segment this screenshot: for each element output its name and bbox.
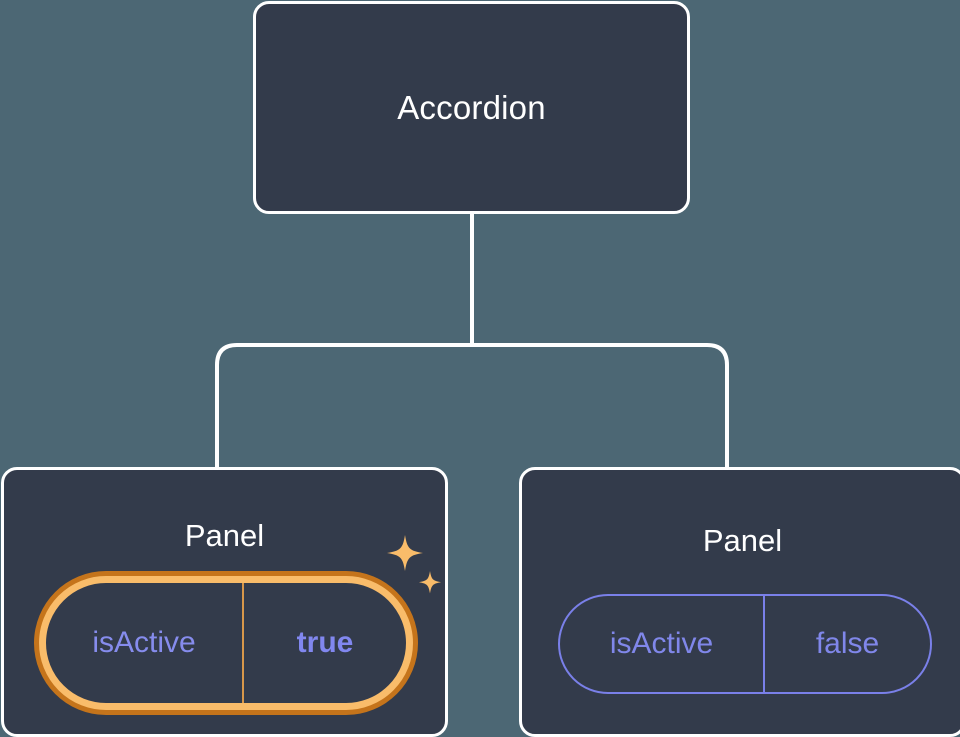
node-panel-active[interactable]: Panel isActive true [1,467,448,737]
node-accordion-title: Accordion [397,89,546,126]
node-panel-active-title: Panel [184,518,265,553]
prop-key: isActive [92,626,196,659]
prop-value: false [763,596,930,692]
prop-pill-isactive-true[interactable]: isActive true [39,576,413,710]
node-panel-inactive-title: Panel [702,523,783,558]
prop-pill-isactive-false[interactable]: isActive false [558,594,932,694]
node-panel-inactive[interactable]: Panel isActive false [519,467,960,737]
prop-key: isActive [609,627,714,660]
connector-branch-bar [215,343,729,468]
node-accordion[interactable]: Accordion [253,1,690,214]
prop-value: true [242,583,406,703]
